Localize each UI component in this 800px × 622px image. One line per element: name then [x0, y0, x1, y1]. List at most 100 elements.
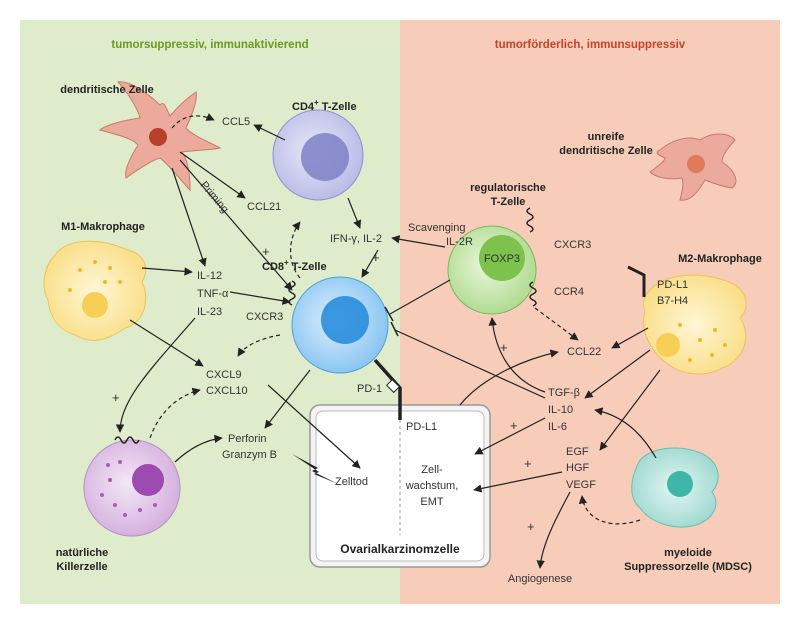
- il23-label: IL-23: [197, 306, 222, 318]
- angiogenese-label: Angiogenese: [508, 573, 572, 585]
- plus-sign-2: +: [372, 250, 380, 265]
- arrow-cd8-cxcl9: [237, 334, 281, 357]
- pd1-pdl1-receptor: [373, 358, 402, 420]
- arrow-dc-il12: [171, 167, 207, 267]
- perforin-label: Perforin: [228, 433, 267, 445]
- arrow-ifn-cd8: [361, 249, 379, 278]
- arrow-cd8-perforin: [264, 369, 311, 429]
- cxcr3-right-label: CXCR3: [554, 239, 591, 251]
- nk-cell: [83, 439, 181, 537]
- ccl22-label: CCL22: [567, 346, 601, 358]
- nk-label-2: Killerzelle: [56, 561, 107, 573]
- arrow-egf-growth: [473, 471, 563, 493]
- inhibit-treg-cd8: [389, 279, 451, 315]
- arrow-dc-cd8-priming: [179, 159, 293, 291]
- arrow-il12-cd8: [229, 291, 291, 305]
- egf-label: EGF: [566, 446, 589, 458]
- inhibit-tgfb-cd8: [394, 329, 546, 399]
- zelltod-label: Zelltod: [335, 476, 368, 488]
- tnf-label: TNF-α: [197, 288, 229, 300]
- arrow-cd8-zelltod: [267, 384, 361, 469]
- vegf-label: VEGF: [566, 479, 596, 491]
- il6-label: IL-6: [548, 421, 567, 433]
- hgf-label: HGF: [566, 462, 590, 474]
- ccl5-label: CCL5: [222, 116, 250, 128]
- growth-label-1: Zell-: [421, 464, 443, 476]
- treg-cell: [447, 225, 537, 315]
- granzym-label: Granzym B: [222, 449, 277, 461]
- dendritic-nucleus: [149, 128, 167, 146]
- arrow-mdsc-il10: [594, 407, 657, 459]
- plus-sign-7: +: [527, 519, 535, 534]
- immature-dendritic-cell: [649, 133, 737, 201]
- arrow-ccr4-ccl22: [534, 307, 579, 341]
- header-right: tumorförderlich, immunsuppressiv: [495, 39, 686, 51]
- cd4-label: CD4+ T-Zelle: [292, 98, 357, 113]
- cd8-label: CD8+ T-Zelle: [262, 258, 327, 273]
- pdl1-m2-label: PD-L1: [657, 279, 688, 291]
- m1-label: M1-Makrophage: [61, 221, 145, 233]
- m2-label: M2-Makrophage: [678, 253, 762, 265]
- plus-sign-6: +: [524, 456, 532, 471]
- lightning-bolt: [292, 454, 338, 484]
- cd4-t-cell: [272, 109, 364, 201]
- il2r-label: IL-2R: [446, 236, 473, 248]
- mdsc-label-2: Suppressorzelle (MDSC): [624, 561, 752, 573]
- tgfb-label: TGF-β: [548, 387, 580, 399]
- arrow-m1-il12: [141, 267, 193, 276]
- arrow-m1-cxcl9: [129, 319, 204, 367]
- arrow-mdsc-vegf: [578, 495, 641, 525]
- treg-label-2: T-Zelle: [491, 196, 526, 208]
- mdsc-cell: [631, 447, 719, 528]
- arrow-tumor-ccl22: [459, 349, 559, 406]
- arrow-scavenging: [391, 235, 446, 248]
- arrow-dc-ccl5: [171, 113, 215, 129]
- cd8-t-cell: [291, 276, 389, 374]
- m2-macrophage: [643, 274, 747, 375]
- pd1-label: PD-1: [357, 383, 382, 395]
- growth-label-2: wachstum,: [405, 480, 459, 492]
- arrow-nk-cxcl10: [149, 387, 201, 439]
- ccr4-receptor-treg: [529, 281, 537, 307]
- m1-macrophage: [43, 240, 147, 341]
- header-left: tumorsuppressiv, immunaktivierend: [111, 39, 308, 51]
- nk-label-1: natürliche: [56, 547, 109, 559]
- tumor-cell-label: Ovarialkarzinomzelle: [340, 542, 460, 556]
- scavenging-label: Scavenging: [408, 222, 466, 234]
- immature-dc-label-2: dendritische Zelle: [559, 145, 653, 157]
- treg-label-1: regulatorische: [470, 182, 546, 194]
- pdl1-tumor-label: PD-L1: [406, 421, 437, 433]
- arrow-cd4-ifn: [347, 197, 362, 229]
- il12-label: IL-12: [197, 270, 222, 282]
- cxcl9-label: CXCL9: [206, 369, 241, 381]
- arrow-m2-egf: [599, 369, 661, 451]
- ifn-label: IFN-γ, IL-2: [330, 233, 382, 245]
- ccl21-label: CCL21: [247, 201, 281, 213]
- growth-label-3: EMT: [420, 496, 444, 508]
- pdl1-receptor-m2: [627, 265, 646, 297]
- dendritic-cell-label: dendritische Zelle: [60, 84, 154, 96]
- arrow-il12-nk: [115, 317, 196, 433]
- ccr4-label: CCR4: [554, 286, 584, 298]
- arrow-m2-tgfb: [584, 349, 651, 399]
- arrows: [115, 113, 661, 569]
- arrow-m2-ccl22: [611, 327, 649, 349]
- cxcl10-label: CXCL10: [206, 385, 248, 397]
- plus-sign-3: +: [112, 390, 120, 405]
- arrow-cd4-ccl5: [253, 124, 286, 141]
- arrow-dc-ccl21: [179, 151, 246, 199]
- cxcr3-receptor-treg: [526, 207, 534, 233]
- b7h4-label: B7-H4: [657, 295, 688, 307]
- il10-label: IL-10: [548, 404, 573, 416]
- arrow-tgfb-growth: [474, 417, 546, 455]
- tumor-cell: [309, 404, 491, 568]
- immature-dc-label-1: unreife: [588, 131, 625, 143]
- arrow-tgfb-treg: [488, 317, 546, 393]
- arrow-nk-perforin: [174, 434, 223, 463]
- mdsc-label-1: myeloide: [664, 547, 712, 559]
- plus-sign-4: +: [500, 340, 508, 355]
- plus-sign-5: +: [510, 418, 518, 433]
- plus-sign-1: +: [262, 244, 270, 259]
